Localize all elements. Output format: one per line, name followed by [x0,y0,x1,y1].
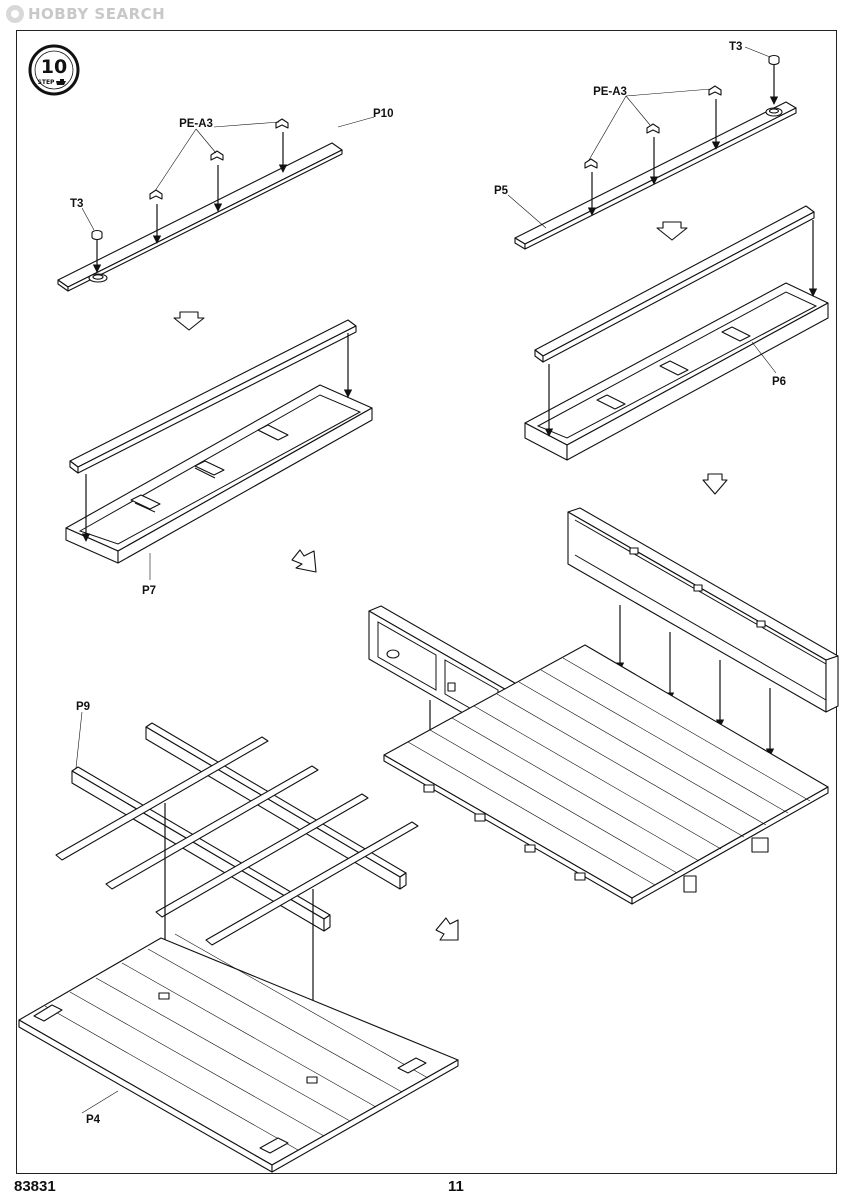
label-p5: P5 [494,185,509,197]
part-p9-crossbeams [55,711,419,1076]
watermark-text: HOBBY SEARCH [28,5,166,23]
label-p6: P6 [772,376,786,388]
label-t3-right: T3 [729,41,742,53]
diagonal-arrow-icon [291,549,317,573]
pe-a3-clips-left [149,116,375,244]
page-frame [16,30,837,1174]
part-p5-plank [514,101,797,250]
page-number: 11 [448,1178,464,1195]
watermark-logo-icon [6,5,24,23]
part-p7-frame [65,319,373,580]
tank-icon [56,79,66,85]
label-t3-left: T3 [70,198,83,210]
down-arrow-icon [656,221,688,241]
hobby-search-watermark: HOBBY SEARCH [6,4,165,24]
down-arrow-icon [173,311,205,331]
label-pe-a3-right: PE-A3 [593,86,627,98]
step-number: 10 [41,56,67,78]
down-arrow-icon [702,473,728,495]
product-code: 83831 [14,1178,56,1195]
diagonal-arrow-icon [435,917,459,941]
step-badge: 10 STEP [28,44,80,96]
pe-a3-clips-right [507,85,722,229]
label-p9: P9 [76,701,90,713]
label-p7: P7 [142,585,156,597]
label-p4: P4 [86,1114,101,1126]
part-t3-right [744,46,780,105]
part-side-wall-right [567,507,839,757]
part-deck-assembled [383,644,829,905]
step-word: STEP [38,79,56,86]
label-pe-a3-left: PE-A3 [179,118,213,130]
part-p4-floor [18,933,459,1173]
part-p10-plank [57,142,343,292]
part-p6-frame [524,205,829,461]
part-t3-left [81,207,103,273]
label-p10: P10 [373,108,393,120]
